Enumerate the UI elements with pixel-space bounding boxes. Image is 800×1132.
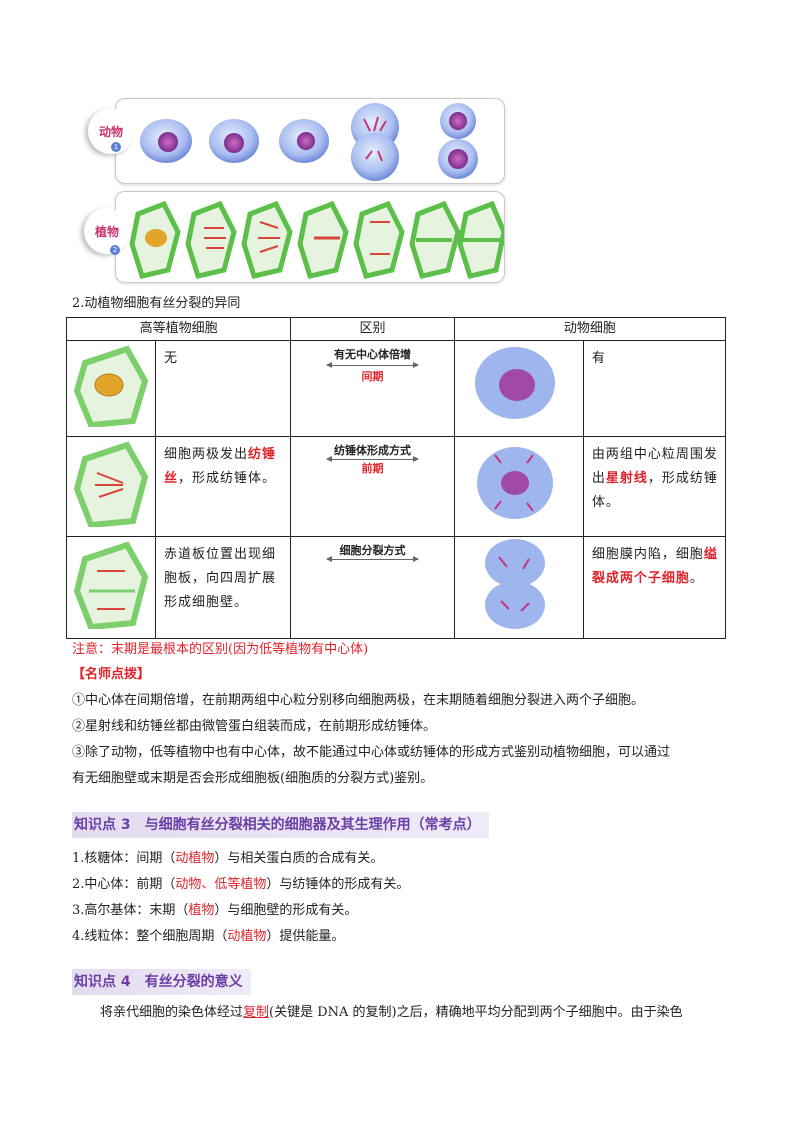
- table-row: 细胞两极发出纺锤丝，形成纺锤体。 纺锤体形成方式 前期 由两组中心粒周围发出星射…: [66, 436, 727, 537]
- animal-text-row2-highlight: 星射线: [605, 471, 648, 486]
- tips-title: 【名师点拨】: [72, 667, 151, 682]
- animal-text-row3-pre: 细胞膜内陷，细胞: [591, 547, 704, 562]
- tip-3-continued: 有无细胞壁或末期是否会形成细胞板(细胞质的分裂方式)鉴别。: [72, 771, 434, 786]
- animal-number-badge: 1: [111, 142, 121, 152]
- animal-text-row3: 细胞膜内陷，细胞缢裂成两个子细胞。: [582, 536, 727, 639]
- animal-text-row2: 由两组中心粒周围发出星射线，形成纺锤体。: [582, 436, 727, 537]
- kp3-item3-highlight: 植物: [188, 903, 215, 918]
- list-item: 3.高尔基体：末期（植物）与细胞壁的形成有关。: [72, 898, 357, 923]
- tip-1: ①中心体在间期倍增，在前期两组中心粒分别移向细胞两极，在末期随着细胞分裂进入两个…: [72, 693, 645, 708]
- plant-cell-panel: [115, 191, 507, 283]
- table-row: 无 有无中心体倍增 间期 有: [66, 340, 727, 437]
- kp3-item4-pre: 4.线粒体：整个细胞周期（: [72, 929, 228, 944]
- animal-text-row3-highlight: 缢裂成两个子细胞: [591, 547, 718, 586]
- difference-cell-row1: 有无中心体倍增 间期: [290, 340, 455, 437]
- table-row: 赤道板位置出现细胞板，向四周扩展形成细胞壁。 细胞分裂方式 细胞膜内陷，细胞缢裂…: [66, 536, 727, 639]
- diff-phase-row2: 前期: [361, 462, 384, 475]
- plant-cell-sequence-image: [129, 200, 507, 279]
- plant-text-row2-post: ，形成纺锤体。: [178, 471, 277, 486]
- kp3-item1-post: ）与相关蛋白质的合成有关。: [214, 851, 384, 866]
- list-item: 1.核糖体：间期（动植物）与相关蛋白质的合成有关。: [72, 846, 383, 871]
- kp4-heading: 知识点 4 有丝分裂的意义: [72, 969, 251, 995]
- tip-3: ③除了动物，低等植物中也有中心体，故不能通过中心体或纺锤体的形成方式鉴别动植物细…: [72, 745, 671, 760]
- animal-cell-image-telophase: [453, 536, 584, 639]
- kp3-item4-post: ）提供能量。: [266, 929, 345, 944]
- animal-cell-panel: [115, 98, 505, 184]
- kp3-item2-pre: 2.中心体：前期（: [72, 877, 176, 892]
- plant-label: 植物: [94, 224, 119, 239]
- animal-text-row2-post: ，形成纺锤体。: [591, 471, 718, 510]
- kp4-paragraph-highlight: 复制: [243, 1005, 270, 1020]
- diff-label-row3: 细胞分裂方式: [339, 544, 406, 557]
- plant-label-badge: 植物: [84, 208, 130, 254]
- double-arrow: [326, 456, 419, 462]
- animal-text-row2-pre: 由两组中心粒周围发出: [591, 447, 718, 486]
- plant-text-row2-highlight: 纺锤丝: [164, 447, 277, 486]
- plant-cell-image-telophase: [66, 536, 156, 639]
- note-text: 注意：末期是最根本的区别(因为低等植物有中心体): [72, 642, 369, 657]
- plant-number-badge: 2: [110, 245, 120, 255]
- list-item: 2.中心体：前期（动物、低等植物）与纺锤体的形成有关。: [72, 872, 409, 897]
- section-2-title: 2.动植物细胞有丝分裂的异同: [72, 296, 241, 311]
- diff-phase-row1: 间期: [361, 370, 384, 383]
- difference-cell-row2: 纺锤体形成方式 前期: [290, 436, 455, 537]
- plant-cell-image-prophase: [66, 436, 156, 537]
- animal-cell-image-interphase: [453, 340, 584, 437]
- header-difference: 区别: [290, 317, 455, 341]
- kp3-item2-post: ）与纺锤体的形成有关。: [266, 877, 410, 892]
- kp4-paragraph-post: (关键是 DNA 的复制)之后，精确地平均分配到两个子细胞中。由于染色: [269, 1005, 683, 1020]
- tip-2: ②星射线和纺锤丝都由微管蛋白组装而成，在前期形成纺锤体。: [72, 719, 437, 734]
- kp3-item4-highlight: 动植物: [227, 929, 267, 944]
- diff-label-row1: 有无中心体倍增: [334, 348, 412, 361]
- animal-cell-sequence-image: [140, 103, 478, 181]
- animal-cell-image-prophase: [453, 436, 584, 537]
- animal-text-row1: 有: [582, 340, 727, 437]
- kp3-item3-post: ）与细胞壁的形成有关。: [214, 903, 358, 918]
- animal-label: 动物: [98, 124, 123, 139]
- diff-label-row2: 纺锤体形成方式: [334, 444, 412, 457]
- plant-text-row3: 赤道板位置出现细胞板，向四周扩展形成细胞壁。: [154, 536, 292, 639]
- animal-text-row3-post: 。: [689, 571, 704, 586]
- plant-cell-image-interphase: [66, 340, 156, 437]
- comparison-table: 高等植物细胞 区别 动物细胞 无 有无中心体倍增 间期 有 细胞两极发出纺锤丝，…: [65, 317, 727, 639]
- plant-text-row1: 无: [154, 340, 292, 437]
- header-plant: 高等植物细胞: [65, 317, 292, 341]
- double-arrow: [326, 556, 419, 562]
- table-header-row: 高等植物细胞 区别 动物细胞: [65, 317, 727, 341]
- kp3-item1-pre: 1.核糖体：间期（: [72, 851, 176, 866]
- kp3-heading: 知识点 3 与细胞有丝分裂相关的细胞器及其生理作用（常考点）: [72, 812, 489, 838]
- kp3-item1-highlight: 动植物: [175, 851, 215, 866]
- header-animal: 动物细胞: [453, 317, 727, 341]
- kp3-item2-highlight: 动物、低等植物: [175, 877, 267, 892]
- kp4-paragraph: 将亲代细胞的染色体经过复制(关键是 DNA 的复制)之后，精确地平均分配到两个子…: [100, 1000, 683, 1025]
- kp3-item3-pre: 3.高尔基体：末期（: [72, 903, 189, 918]
- plant-text-row2-pre: 细胞两极发出: [164, 447, 249, 462]
- difference-cell-row3: 细胞分裂方式: [290, 536, 455, 639]
- list-item: 4.线粒体：整个细胞周期（动植物）提供能量。: [72, 924, 344, 949]
- kp4-paragraph-pre: 将亲代细胞的染色体经过: [100, 1005, 244, 1020]
- plant-text-row2: 细胞两极发出纺锤丝，形成纺锤体。: [154, 436, 292, 537]
- double-arrow: [326, 362, 419, 368]
